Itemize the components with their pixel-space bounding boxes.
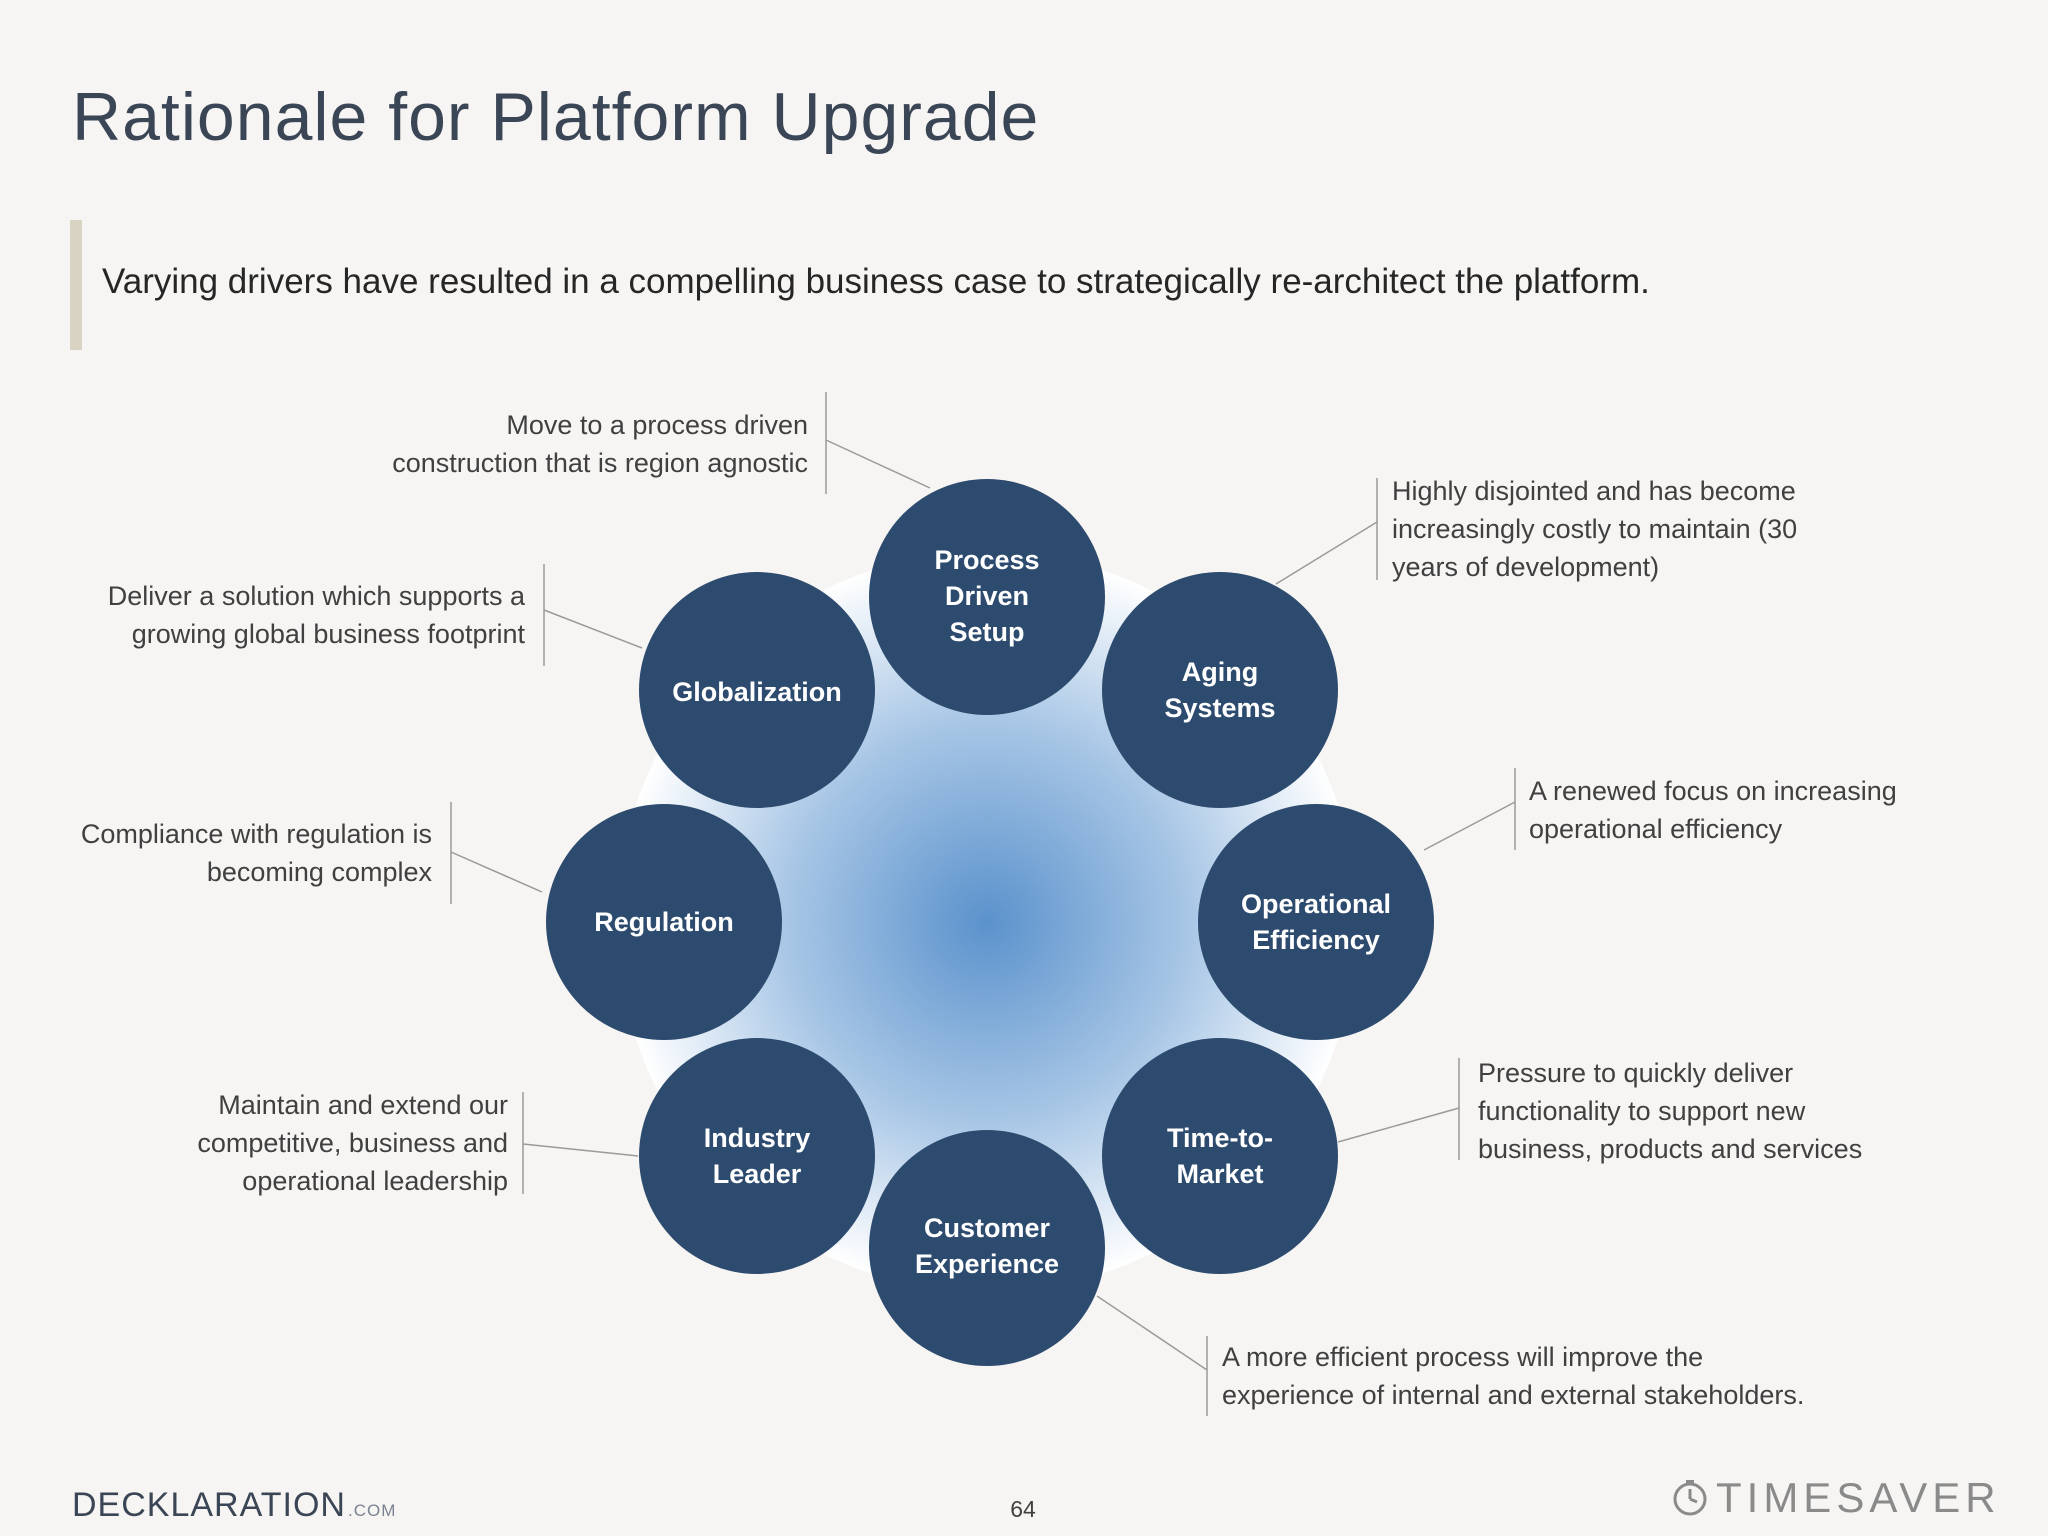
note-customer-experience: A more efficient process will improve th… bbox=[1222, 1342, 1805, 1410]
subtitle: Varying drivers have resulted in a compe… bbox=[102, 262, 1650, 301]
note-process-driven-setup: Move to a process driven construction th… bbox=[392, 410, 808, 478]
leader-line-operational-efficiency bbox=[1423, 801, 1516, 851]
note-globalization: Deliver a solution which supports a grow… bbox=[107, 581, 525, 649]
node-circle-regulation bbox=[546, 804, 782, 1040]
note-regulation: Compliance with regulation is becoming c… bbox=[80, 819, 432, 887]
leader-line-time-to-market bbox=[1337, 1107, 1460, 1143]
leader-line-process-driven-setup bbox=[825, 439, 931, 489]
leader-line-regulation bbox=[450, 851, 543, 893]
footer-brand: DECKLARATION.COM bbox=[72, 1486, 396, 1525]
note-operational-efficiency: A renewed focus on increasing operationa… bbox=[1529, 776, 1897, 844]
node-circle-globalization bbox=[639, 572, 875, 808]
node-circle-aging-systems bbox=[1102, 572, 1338, 808]
node-circle-time-to-market bbox=[1102, 1038, 1338, 1274]
note-aging-systems: Highly disjointed and has become increas… bbox=[1392, 476, 1798, 582]
clock-icon bbox=[1673, 1480, 1707, 1516]
timesaver-logo: TIMESAVER bbox=[1670, 1474, 2001, 1522]
node-circle-process-driven-setup bbox=[869, 479, 1105, 715]
decklaration-suffix: .COM bbox=[347, 1501, 397, 1520]
leader-line-globalization bbox=[543, 609, 643, 649]
node-circle-customer-experience bbox=[869, 1130, 1105, 1366]
leader-line-customer-experience bbox=[1096, 1295, 1208, 1371]
accent-bar bbox=[70, 220, 82, 350]
node-circle-operational-efficiency bbox=[1198, 804, 1434, 1040]
timesaver-wordmark: TIMESAVER bbox=[1716, 1474, 2001, 1521]
page-number: 64 bbox=[1010, 1496, 1036, 1522]
node-circle-industry-leader bbox=[639, 1038, 875, 1274]
decklaration-logo: DECKLARATION bbox=[72, 1486, 346, 1524]
leader-line-aging-systems bbox=[1275, 521, 1378, 585]
leader-line-industry-leader bbox=[522, 1143, 639, 1157]
note-time-to-market: Pressure to quickly deliver functionalit… bbox=[1478, 1058, 1863, 1164]
note-industry-leader: Maintain and extend our competitive, bus… bbox=[197, 1090, 508, 1196]
page-title: Rationale for Platform Upgrade bbox=[72, 79, 1040, 155]
